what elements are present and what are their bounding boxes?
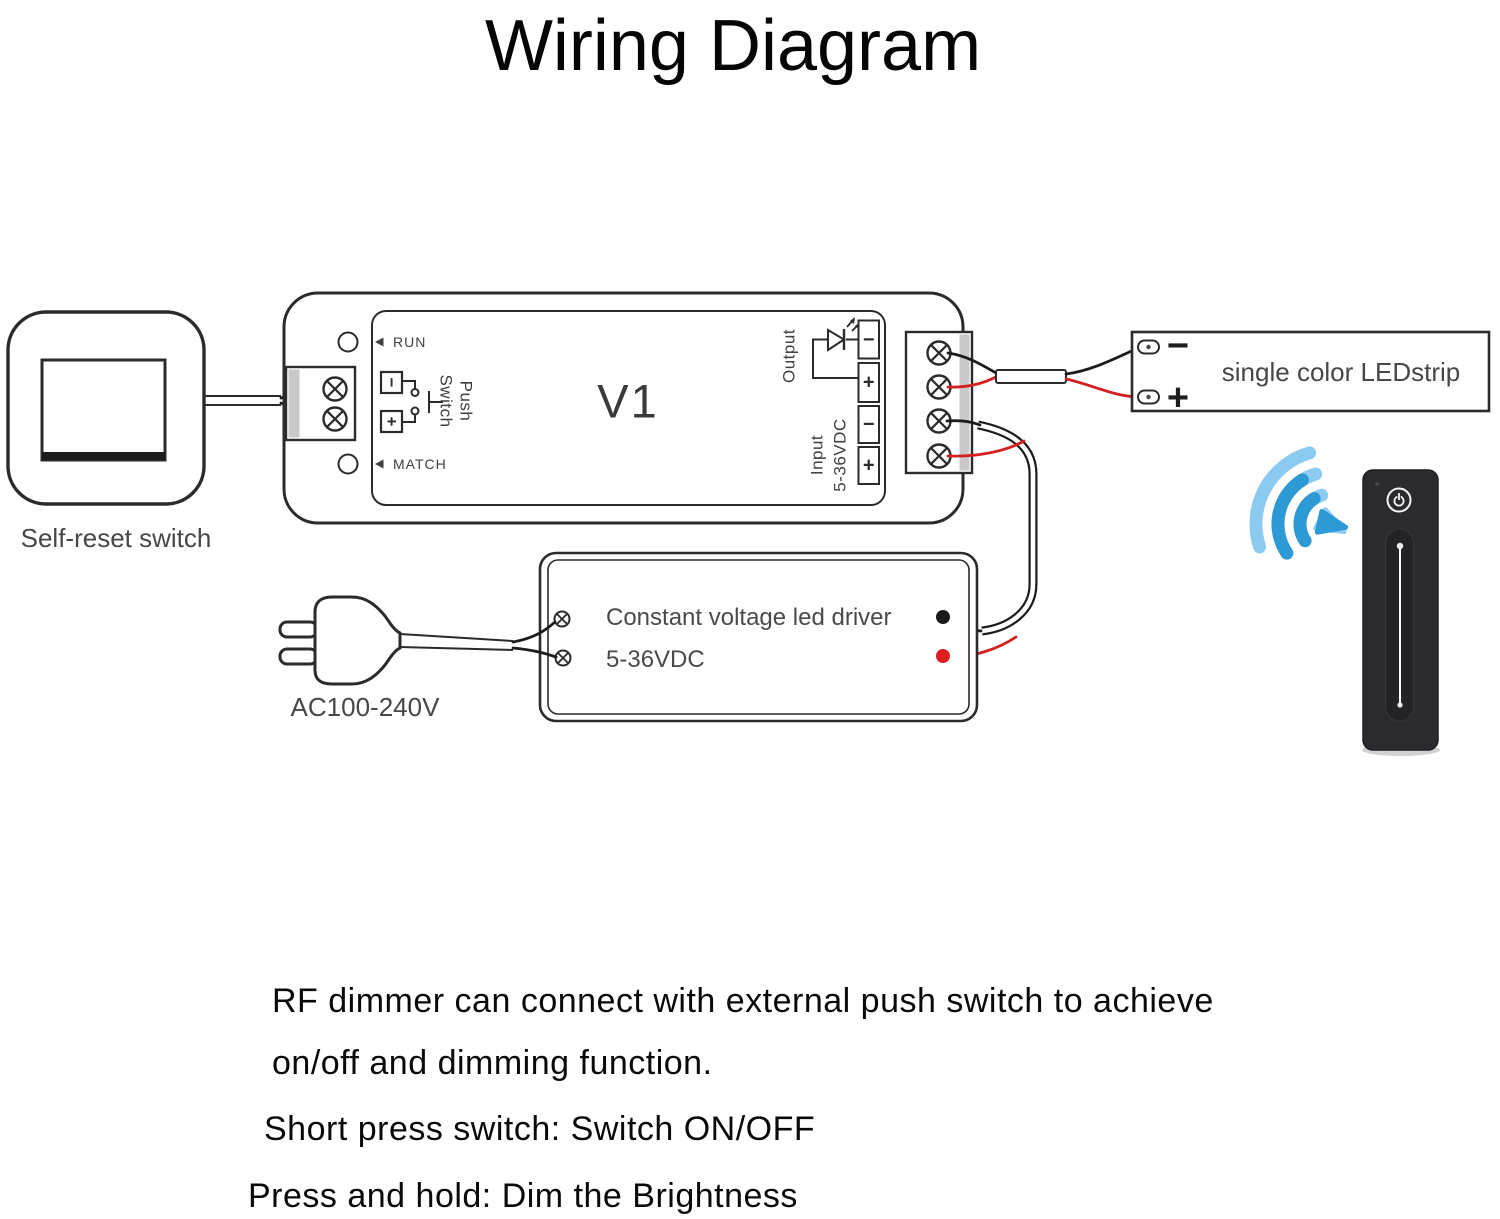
output-wires: [946, 346, 1140, 399]
run-led: [337, 331, 359, 353]
ac-plug: AC100-240V: [278, 595, 558, 722]
driver-screw: [554, 649, 572, 667]
svg-text:−: −: [382, 378, 401, 388]
driver-body: [538, 551, 979, 723]
note-line-3: Short press switch: Switch ON/OFF: [264, 1110, 815, 1148]
match-arrow-icon: [375, 459, 384, 469]
input-power-cable: [945, 419, 1038, 659]
svg-text:+: +: [382, 417, 401, 427]
push-switch-label-2: Switch: [437, 374, 456, 427]
switch-rocker-edge: [42, 452, 165, 460]
terminal-screw: [322, 376, 348, 402]
svg-text:+: +: [863, 372, 875, 394]
led-strip-body: [1130, 330, 1491, 413]
self-reset-switch: Self-reset switch: [6, 310, 212, 553]
run-arrow-icon: [375, 337, 384, 347]
match-led: [337, 453, 359, 475]
svg-text:−: −: [863, 414, 875, 436]
note-line-2: on/off and dimming function.: [272, 1044, 713, 1082]
driver-name: Constant voltage led driver: [606, 604, 892, 631]
wire-connector-sleeve: [995, 369, 1067, 384]
input-section: Input 5-36VDC − +: [808, 405, 880, 492]
terminal-screw: [322, 406, 348, 432]
rf-remote: [1362, 469, 1440, 756]
led-strip-minus: −: [1167, 325, 1189, 367]
dimming-slider: [1385, 528, 1414, 722]
led-strip-plus: +: [1167, 377, 1189, 419]
output-input-terminal-block: [904, 330, 974, 475]
push-switch-label-1: Push: [457, 381, 476, 422]
dimmer-controller: RUN MATCH − + Push Switch V1 Output: [282, 291, 974, 525]
switch-rocker: [40, 358, 167, 462]
push-switch-schematic: − + Push Switch: [379, 370, 476, 434]
page-title: Wiring Diagram: [485, 6, 981, 86]
led-diode-icon: [827, 328, 846, 352]
note-line-1: RF dimmer can connect with external push…: [272, 982, 1214, 1020]
driver-voltage: 5-36VDC: [606, 646, 705, 673]
push-switch-terminal-block: [284, 365, 357, 442]
input-label: Input: [808, 435, 827, 475]
svg-text:+: +: [863, 455, 875, 477]
model-label: V1: [597, 375, 659, 428]
remote-indicator-dot: [1375, 482, 1379, 486]
driver-body-inner: [547, 559, 970, 715]
input-voltage-label: 5-36VDC: [831, 418, 850, 491]
output-label: Output: [780, 329, 799, 383]
controller-panel: [371, 310, 886, 506]
driver-output-positive: [936, 649, 950, 663]
svg-text:−: −: [863, 329, 875, 351]
led-strip-label: single color LEDstrip: [1222, 357, 1460, 387]
led-strip: − + single color LEDstrip: [1130, 325, 1491, 419]
driver-screw: [553, 610, 571, 628]
driver-output-negative: [936, 610, 950, 624]
plug-body: [313, 595, 402, 686]
rf-signal-icon: [1249, 446, 1349, 560]
switch-label: Self-reset switch: [21, 523, 212, 553]
note-line-4: Press and hold: Dim the Brightness: [248, 1177, 798, 1215]
plug-prong: [278, 620, 319, 639]
plug-label: AC100-240V: [291, 692, 441, 722]
output-section: Output − +: [780, 317, 880, 403]
plug-prong: [278, 647, 319, 666]
notes: RF dimmer can connect with external push…: [248, 982, 1214, 1215]
power-button-icon: [1386, 487, 1412, 513]
led-driver: Constant voltage led driver 5-36VDC: [538, 551, 979, 723]
match-label: MATCH: [393, 456, 447, 472]
run-label: RUN: [393, 334, 426, 350]
